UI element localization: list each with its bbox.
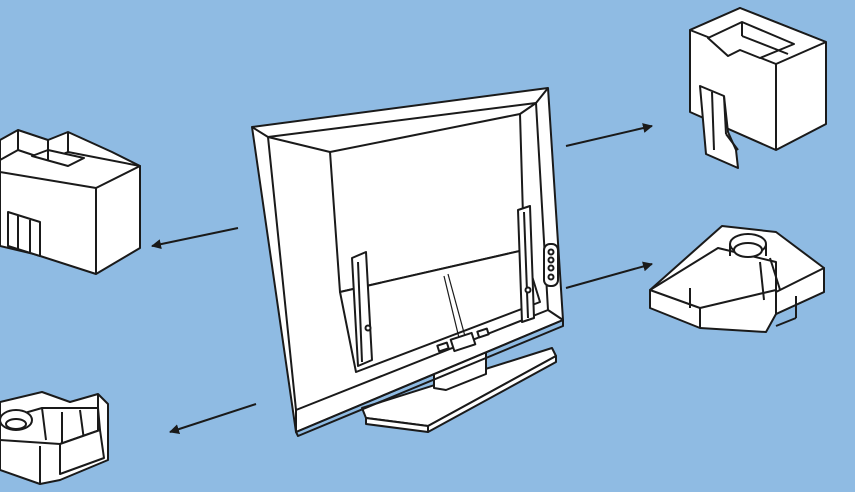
foam-packing-block-top-left [0,129,141,275]
arrow-to-top-right [565,123,653,147]
tv-icon [251,87,564,437]
foam-packing-block-bottom-left [0,391,109,485]
arrow-to-top-left [151,227,239,250]
foam-packing-block-top-right [689,7,827,169]
arrows [151,123,653,434]
foam-packing-block-middle-right [649,225,825,333]
arrow-to-middle-right [565,261,653,289]
arrow-to-bottom-left [169,403,257,434]
